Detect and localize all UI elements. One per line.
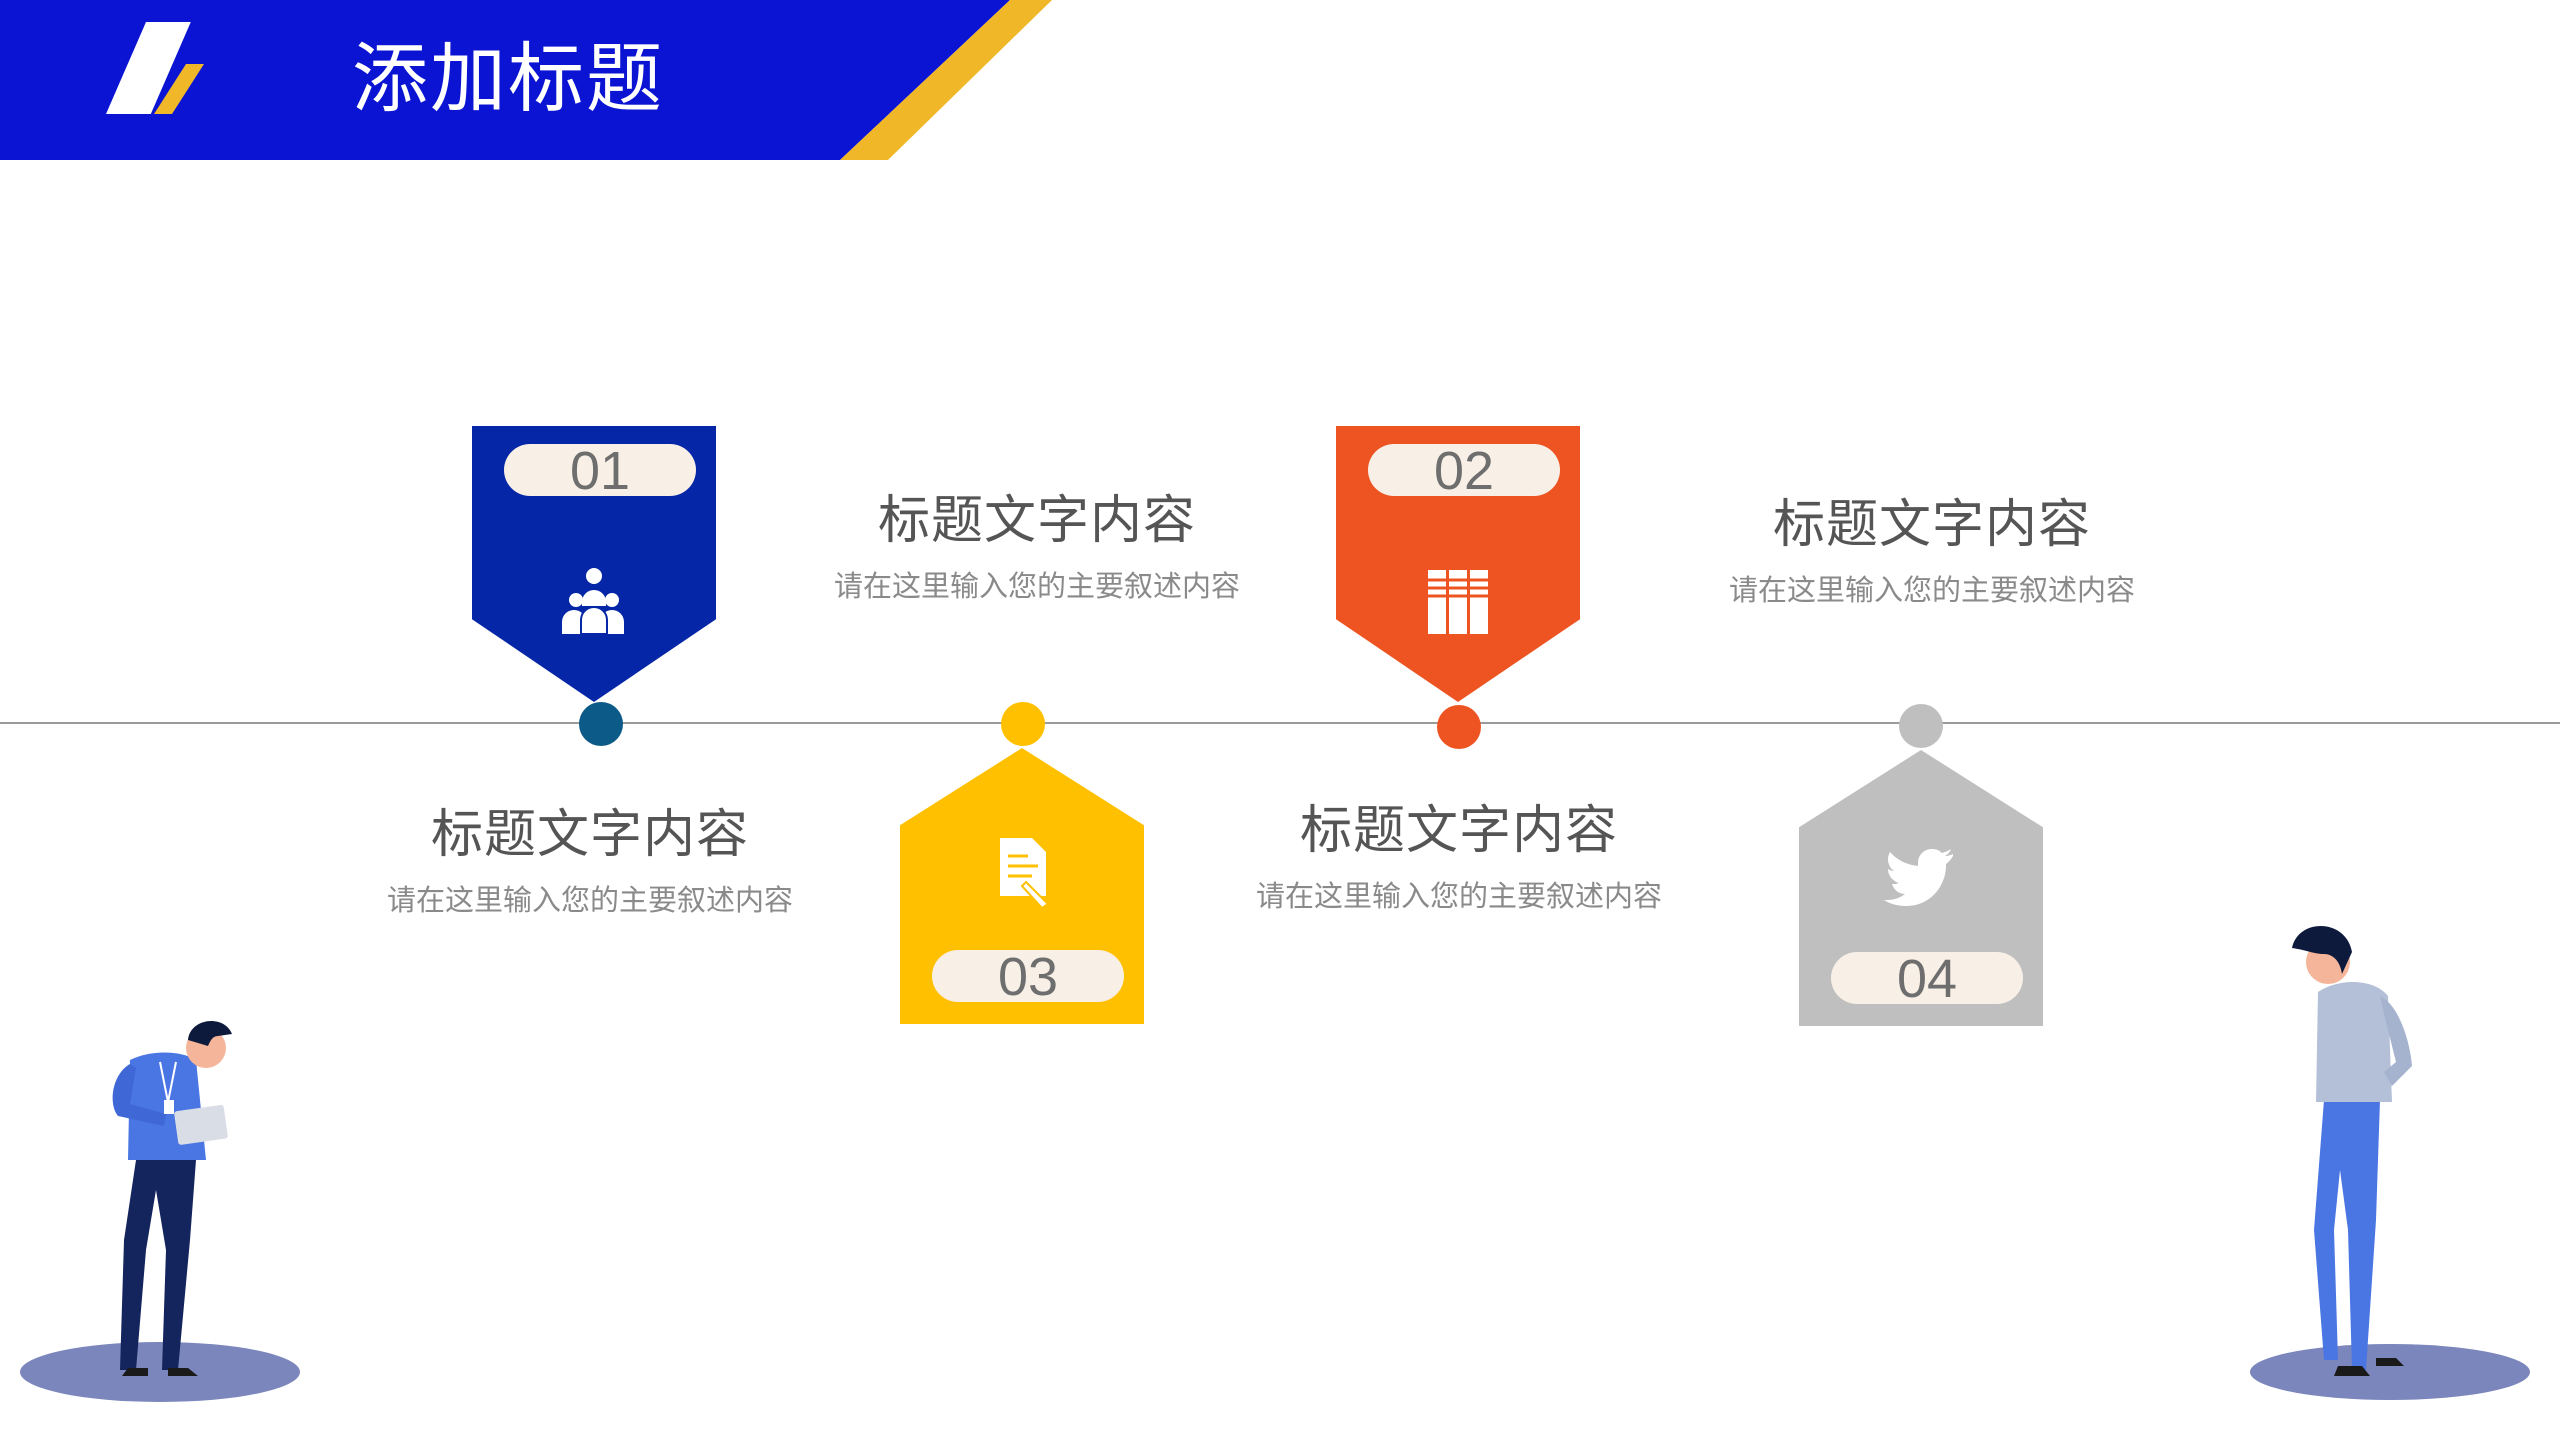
step-04-desc: 请在这里输入您的主要叙述内容: [1728, 575, 2135, 607]
page-title: 添加标题: [352, 37, 664, 122]
step-01-dot: [579, 702, 623, 746]
step-01-desc: 请在这里输入您的主要叙述内容: [386, 885, 793, 917]
step-03-title: 标题文字内容: [877, 492, 1196, 550]
step-03-dot: [1001, 702, 1045, 746]
step-04-text: 标题文字内容 请在这里输入您的主要叙述内容: [1697, 490, 2167, 614]
step-03-number: 03: [932, 950, 1124, 1004]
step-04-title: 标题文字内容: [1772, 496, 2091, 554]
step-01-number: 01: [504, 444, 696, 498]
document-edit-icon: [1000, 838, 1050, 910]
bird-icon: [1884, 849, 1953, 906]
step-04-dot: [1899, 704, 1943, 748]
man-reading-tablet-illustration: [20, 1021, 300, 1402]
man-standing-illustration: [2250, 925, 2530, 1400]
books-icon: [1428, 570, 1488, 634]
step-04-number: 04: [1831, 952, 2023, 1006]
step-01-title: 标题文字内容: [430, 806, 749, 864]
step-04-card: 04: [1799, 750, 2043, 1026]
step-03-desc: 请在这里输入您的主要叙述内容: [833, 571, 1240, 603]
step-02-desc: 请在这里输入您的主要叙述内容: [1255, 881, 1662, 913]
step-02-text: 标题文字内容 请在这里输入您的主要叙述内容: [1224, 796, 1694, 920]
step-01-card: 01: [472, 426, 716, 702]
step-02-number: 02: [1368, 444, 1560, 498]
slash-logo-icon: [106, 22, 204, 114]
step-03-text: 标题文字内容 请在这里输入您的主要叙述内容: [802, 486, 1272, 610]
step-02-dot: [1437, 705, 1481, 749]
step-02-title: 标题文字内容: [1299, 802, 1618, 860]
timeline-axis: [0, 722, 2560, 724]
step-02-card: 02: [1336, 426, 1580, 702]
step-03-card: 03: [900, 748, 1144, 1024]
step-01-text: 标题文字内容 请在这里输入您的主要叙述内容: [355, 800, 825, 924]
team-icon: [562, 568, 624, 635]
